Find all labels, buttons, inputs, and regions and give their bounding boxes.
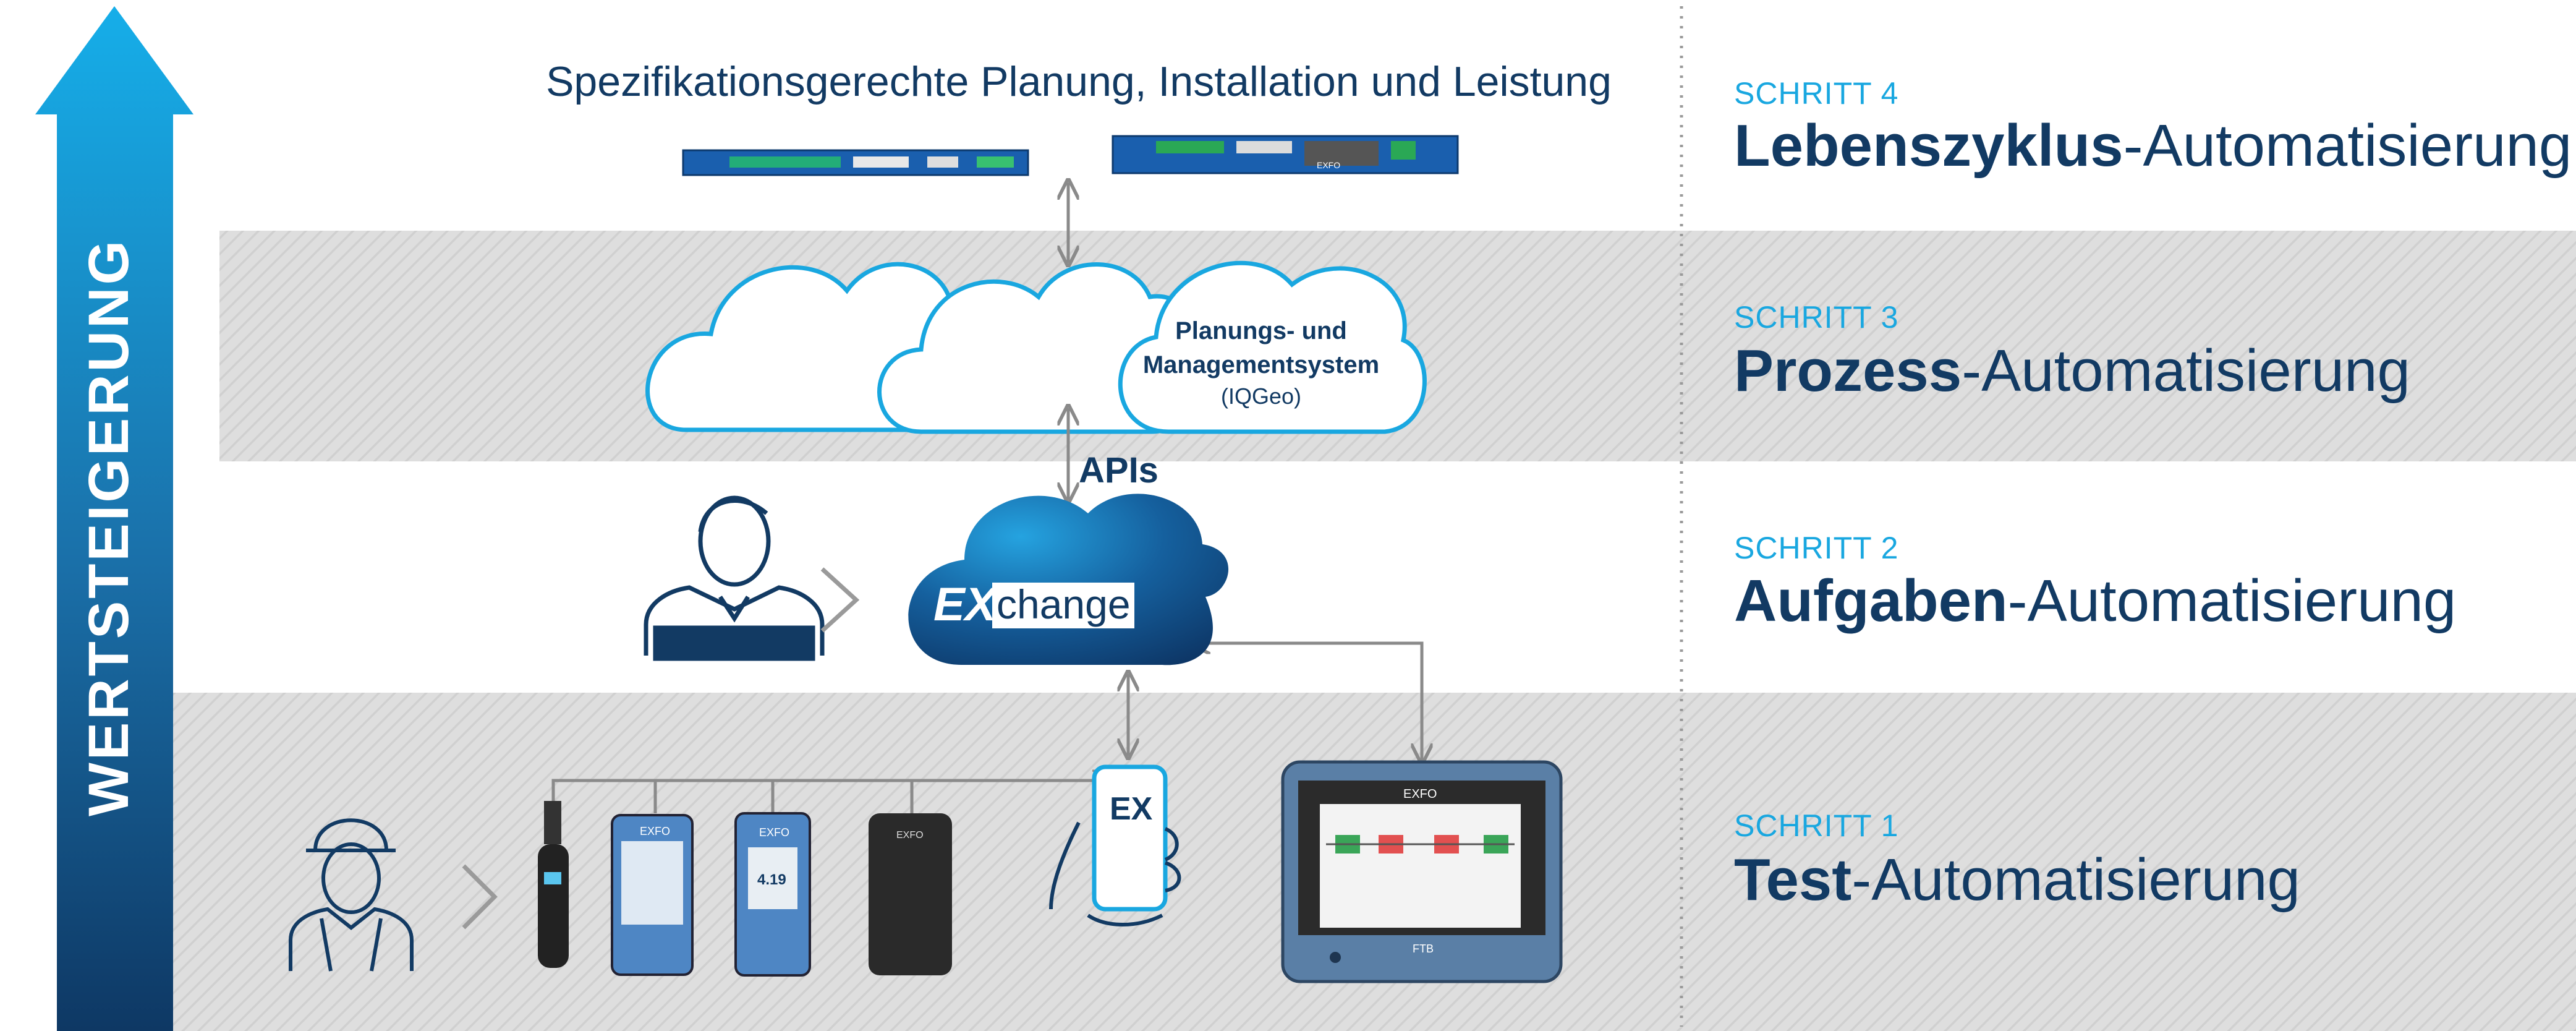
step-3-label: SCHRITT 3 bbox=[1734, 300, 1898, 335]
tablet-brand: EXFO bbox=[1403, 787, 1437, 801]
tablet-icon: EXFO FTB bbox=[1281, 760, 1563, 983]
olts-brand: EXFO bbox=[896, 830, 924, 841]
step-2-title: Aufgaben-Automatisierung bbox=[1734, 568, 2456, 634]
cloud-label-line2: Managementsystem bbox=[1143, 351, 1379, 379]
apis-label: APIs bbox=[1079, 450, 1158, 490]
step-1-label: SCHRITT 1 bbox=[1734, 808, 1898, 843]
smartphone-icon: EX bbox=[1049, 764, 1181, 926]
cloud-label-line1: Planungs- und bbox=[1175, 317, 1347, 344]
exchange-cloud: EX change bbox=[908, 494, 1229, 665]
step-3-title: Prozess-Automatisierung bbox=[1734, 338, 2410, 404]
user-icon bbox=[644, 495, 825, 661]
exchange-logo-change: change bbox=[997, 581, 1131, 627]
exchange-logo-ex: EX bbox=[933, 578, 999, 631]
cloud-icon bbox=[645, 260, 1427, 434]
tablet-model: FTB bbox=[1413, 943, 1434, 955]
step-4-title: Lebenszyklus-Automatisierung bbox=[1734, 113, 2572, 179]
chevron-right-icon bbox=[462, 864, 498, 930]
step-2-label: SCHRITT 2 bbox=[1734, 531, 1898, 565]
light-source-reading: 4.19 bbox=[757, 871, 786, 888]
value-arrow: WERTSTEIGERUNG bbox=[35, 6, 193, 1031]
fiber-probe-device bbox=[538, 801, 569, 968]
rack-equipment-icon: EXFO bbox=[682, 135, 1459, 176]
step-3: SCHRITT 3 Prozess-Automatisierung bbox=[1734, 300, 2410, 404]
step-1: SCHRITT 1 Test-Automatisierung bbox=[1734, 808, 2300, 913]
worker-icon bbox=[289, 818, 414, 972]
step-4: SCHRITT 4 Lebenszyklus-Automatisierung bbox=[1734, 76, 2572, 179]
exchange-tablet-connector bbox=[1193, 643, 1422, 761]
power-meter-brand: EXFO bbox=[640, 825, 670, 837]
chevron-right-icon bbox=[820, 567, 860, 633]
page-title: Spezifikationsgerechte Planung, Installa… bbox=[546, 58, 1612, 105]
cloud-label-line3: (IQGeo) bbox=[1221, 383, 1301, 409]
step-2: SCHRITT 2 Aufgaben-Automatisierung bbox=[1734, 531, 2456, 634]
step-4-label: SCHRITT 4 bbox=[1734, 76, 1898, 111]
olts-device: EXFO bbox=[869, 813, 952, 975]
rack-brand-label: EXFO bbox=[1317, 160, 1340, 170]
light-source-device: 4.19 EXFO bbox=[734, 812, 811, 977]
exchange-logo-box bbox=[992, 583, 1134, 628]
value-arrow-label: WERTSTEIGERUNG bbox=[77, 238, 140, 816]
step-1-title: Test-Automatisierung bbox=[1734, 847, 2300, 913]
power-meter-device: EXFO bbox=[611, 814, 694, 976]
light-source-brand: EXFO bbox=[759, 826, 789, 839]
devices-phone-connector bbox=[551, 781, 1110, 804]
phone-logo: EX bbox=[1110, 791, 1153, 827]
